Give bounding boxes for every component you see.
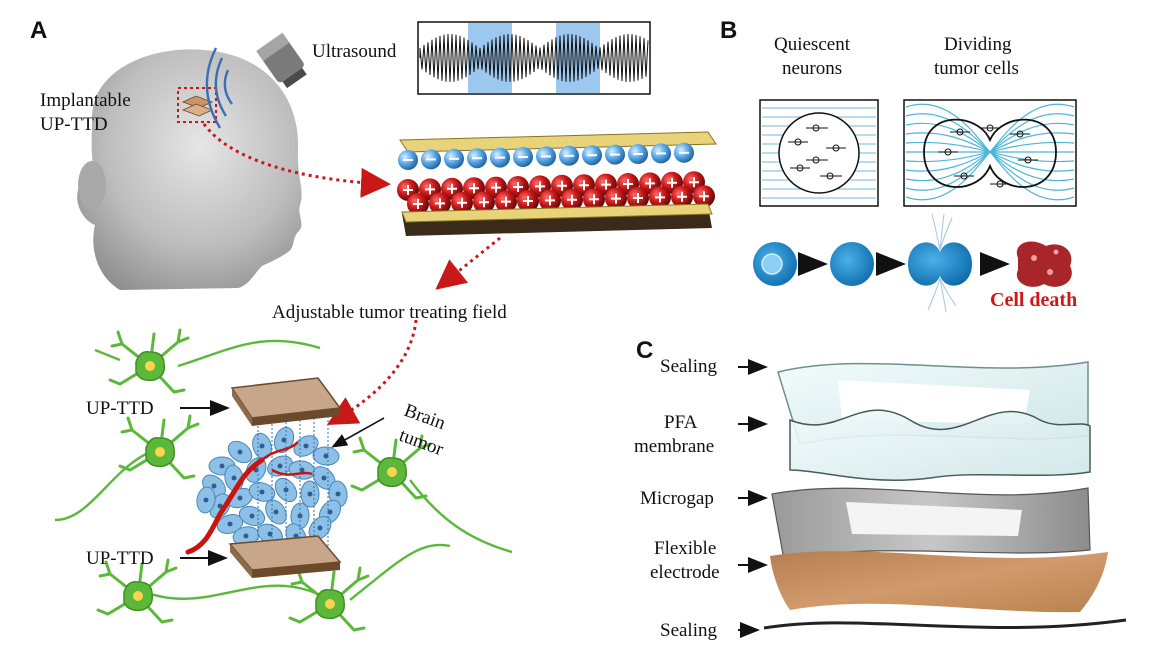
transducer-icon [256,32,307,89]
layer-label: PFA [664,412,698,433]
layer-sealing-bottom [763,618,1127,630]
quiescent-neuron-diagram [759,99,879,207]
panel-a-label: A [30,17,47,44]
device-bottom [228,535,342,578]
field-label: Adjustable tumor treating field [272,302,507,323]
device-top [230,377,342,426]
implant-label-line2: UP-TTD [40,114,108,135]
tumor-cells-label-line1: Dividing [944,34,1012,55]
layer-label: Sealing [660,620,717,641]
arrow-icon [435,236,501,290]
dividing-cell-diagram [903,99,1077,207]
device-bottom-label: UP-TTD [86,548,154,569]
neuron-icon [118,414,200,480]
layer-label: membrane [634,436,714,457]
panel-b-label: B [720,17,737,44]
head-icon [77,49,302,291]
device-top-label: UP-TTD [86,398,154,419]
cell-death-label: Cell death [990,289,1077,311]
implant-label-line1: Implantable [40,90,131,111]
layer-label: electrode [650,562,720,583]
electrode-layers-icon [397,131,717,236]
neurons-label-line2: neurons [782,58,842,79]
neurons-label-line1: Quiescent [774,34,851,55]
arrow-icon [326,319,418,425]
field-lines [257,416,329,548]
implant-highlight [177,87,217,123]
panel-c-label: C [636,337,653,364]
neuron-icon [96,558,178,624]
implant-icon [181,95,214,117]
blood-vessel [185,457,265,555]
layer-label: Microgap [640,488,714,509]
ultrasound-waveform [417,21,651,95]
layer-label: Flexible [654,538,716,559]
ultrasound-label: Ultrasound [312,41,397,62]
layer-labels: Sealing PFA membrane Microgap Flexible e… [634,356,768,641]
layer-flexible-electrode [770,551,1108,613]
tumor-cells-icon [196,426,348,549]
tumor-cells-label-line2: tumor cells [934,58,1019,79]
layer-microgap [771,487,1091,561]
cell-sequence [753,213,1072,313]
layer-label: Sealing [660,356,717,377]
neuron-icon [108,328,190,394]
layer-pfa-membrane [789,409,1091,481]
neuron-icon [288,566,370,632]
ultrasound-waves-icon [205,47,233,129]
neuron-network [54,339,513,602]
